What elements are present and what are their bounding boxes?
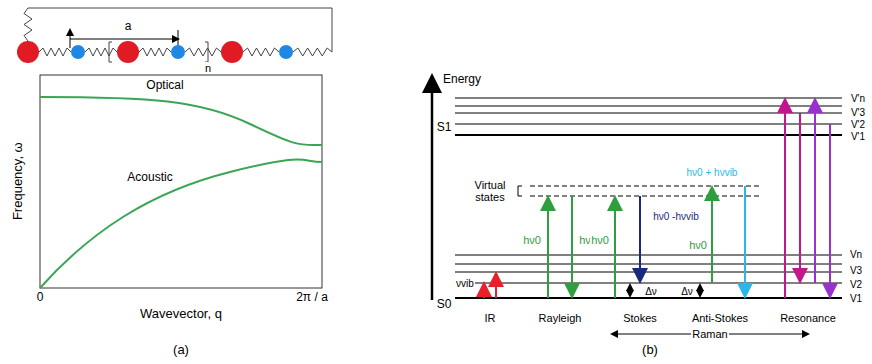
state-label: S1 [436,121,453,134]
spring [293,48,332,56]
light-atom [171,45,185,59]
process-label: IR [484,312,497,324]
branch-label: Optical [145,79,184,92]
axis-title: Energy [442,73,482,86]
energy-axis [431,78,434,300]
energy-label: hν0 [590,234,610,246]
energy-label: νvib [455,278,475,289]
heavy-atom [117,41,139,63]
branch-label: Acoustic [126,171,173,184]
heavy-atom [17,41,39,63]
note-label: Virtual states [466,179,514,203]
light-atom [279,45,293,59]
spring [243,48,279,56]
spring [139,48,171,56]
light-atom [71,45,85,59]
heavy-atom [221,41,243,63]
panel-label: (b) [641,343,659,357]
process-label: Anti-Stokes [691,312,749,324]
level-label: V'n [850,93,866,104]
level-label: V'3 [850,107,866,118]
level-label: V'1 [850,131,866,142]
level-label: V1 [849,293,863,304]
level-label: Vn [849,249,863,260]
energy-label: hν0 + hνvib [686,167,739,178]
acoustic-branch [40,160,322,289]
optical-branch [40,97,322,145]
shift-label: Δν [644,286,658,297]
spring [39,48,71,56]
panel-label: (a) [172,343,190,357]
index-label: n [204,62,212,74]
process-label: Rayleigh [538,312,583,324]
spring [185,48,221,56]
axis-title: Frequency, ω [11,141,25,221]
energy-label: hν0 -hνvib [652,211,700,222]
level-label: V3 [849,265,863,276]
process-label: Stokes [622,312,658,324]
energy-label: hν0 [522,234,542,246]
spring [85,48,117,56]
shift-label: Δν [680,286,694,297]
level-label: V'2 [850,119,866,130]
plot-frame [40,75,322,288]
level-label: V2 [849,279,863,290]
process-label: Resonance [779,312,837,324]
group-label: Raman [691,328,728,340]
tick-label: 0 [36,291,45,304]
tick-label: 2π / a [295,291,329,304]
spring [24,8,32,41]
state-label: S0 [436,298,453,311]
energy-label: hν0 [688,239,708,251]
axis-title: Wavevector, q [139,307,223,321]
dimension-label: a [124,20,133,33]
